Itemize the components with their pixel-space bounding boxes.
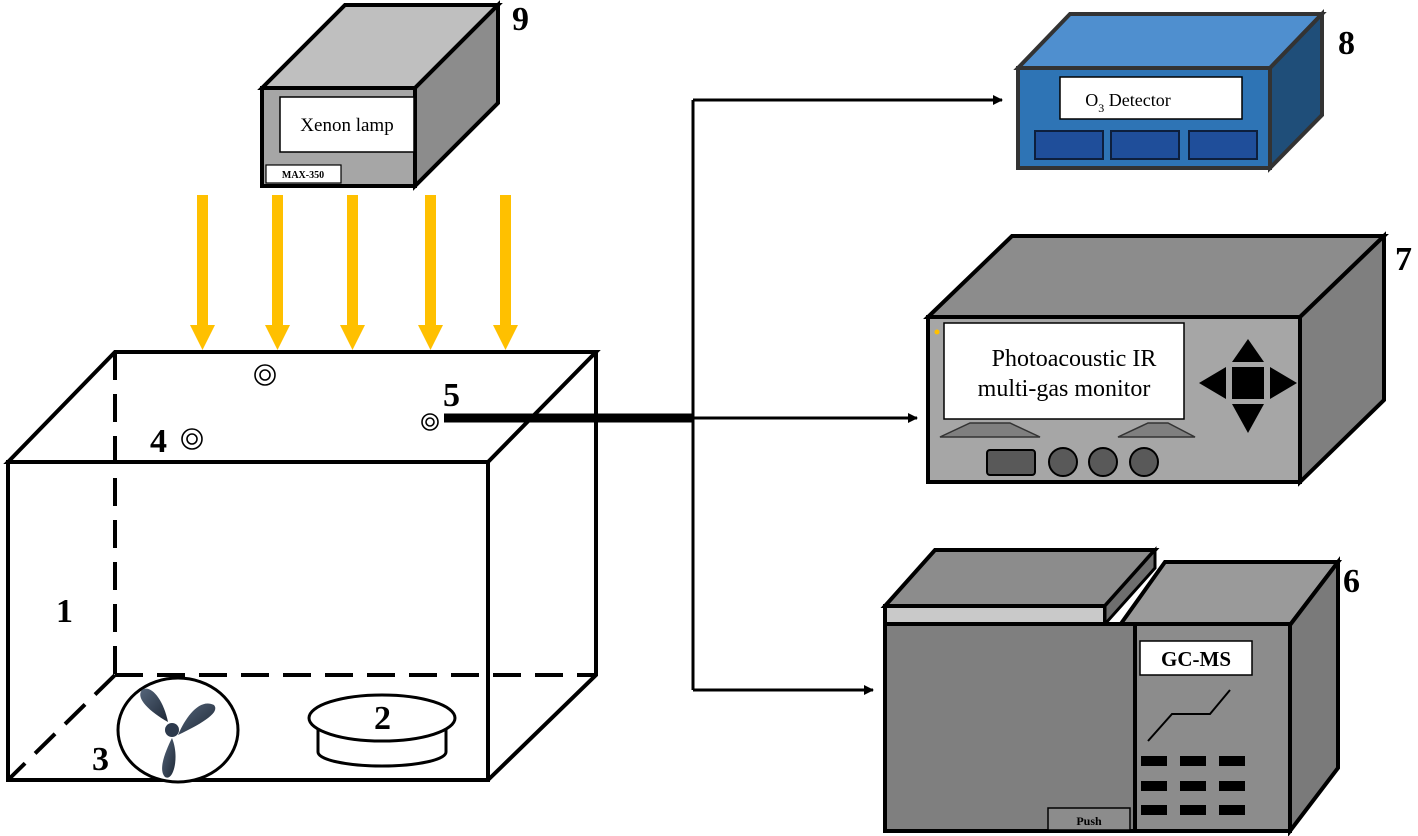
- label-9: 9: [512, 1, 529, 38]
- label-2: 2: [374, 700, 391, 737]
- photoacoustic-monitor: Photoacoustic IR multi-gas monitor: [923, 231, 1389, 487]
- light-arrow: [190, 195, 215, 350]
- sampling-port-4: [181, 428, 203, 450]
- lamp-model: MAX-350: [282, 170, 324, 181]
- reaction-chamber: [3, 350, 601, 782]
- gcms-label-plate: [1139, 640, 1253, 676]
- sample-dish: [307, 693, 457, 768]
- gcms-trace-icon: [1147, 689, 1231, 742]
- gcms-push-label: Push: [1076, 814, 1102, 828]
- monitor-knob: [1088, 447, 1118, 477]
- gas-lines: [444, 95, 1003, 695]
- light-arrow: [493, 195, 518, 350]
- gc-ms-instrument: Push GC-MS: [880, 546, 1343, 836]
- o3-detector-key: [1110, 130, 1180, 160]
- sampling-port: [254, 364, 276, 386]
- o3-detector-display: [1059, 76, 1243, 120]
- light-arrow: [418, 195, 443, 350]
- label-6: 6: [1343, 563, 1360, 600]
- gcms-push-plate: [1047, 807, 1131, 831]
- monitor-knob: [1129, 447, 1159, 477]
- gcms-oven-door: [883, 622, 1137, 833]
- monitor-label-line1: Photoacoustic IR: [992, 346, 1157, 372]
- gcms-label: GC-MS: [1161, 647, 1231, 671]
- label-7: 7: [1395, 241, 1412, 278]
- monitor-knob: [1048, 447, 1078, 477]
- label-4: 4: [150, 423, 167, 460]
- mixing-fan: [116, 676, 240, 784]
- o3-detector-key: [1188, 130, 1258, 160]
- monitor-soft-key: [1117, 422, 1196, 438]
- monitor-soft-key: [939, 422, 1041, 438]
- light-arrow: [340, 195, 365, 350]
- light-arrow: [265, 195, 290, 350]
- label-1: 1: [56, 593, 73, 630]
- monitor-dpad: [1199, 339, 1297, 433]
- monitor-connector: [986, 449, 1036, 476]
- lamp-label-panel: [279, 96, 415, 153]
- label-8: 8: [1338, 25, 1355, 62]
- label-3: 3: [92, 741, 109, 778]
- light-arrows: [190, 195, 518, 350]
- label-5: 5: [443, 377, 460, 414]
- o3-detector: O3 Detector: [1013, 9, 1327, 173]
- lamp-label: Xenon lamp: [300, 115, 393, 136]
- gcms-keypad: [1141, 756, 1245, 815]
- o3-detector-key: [1034, 130, 1104, 160]
- lamp-model-plate: [265, 164, 342, 184]
- xenon-lamp: Xenon lamp MAX-350: [257, 0, 503, 191]
- sampling-port-5: [421, 413, 439, 431]
- monitor-label-line2: multi-gas monitor: [978, 376, 1151, 402]
- o3-detector-label: O3 Detector: [1085, 90, 1170, 115]
- monitor-display: [943, 322, 1185, 420]
